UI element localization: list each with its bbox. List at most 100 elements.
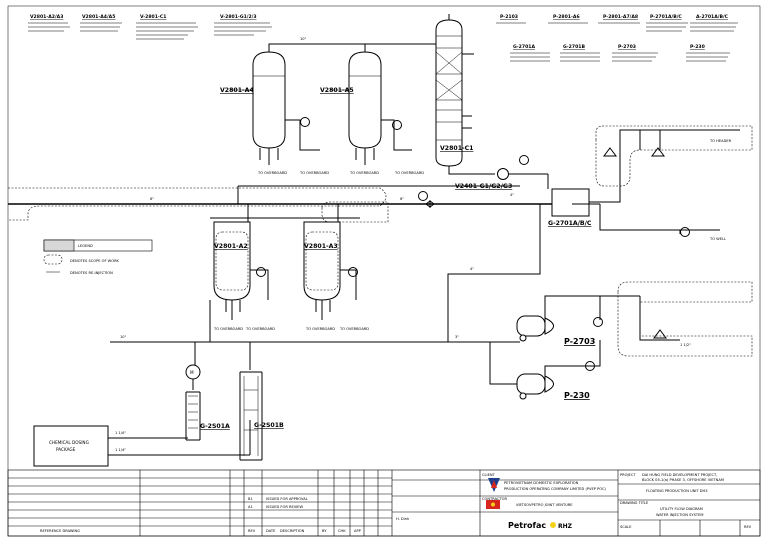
company4: RHZ	[558, 523, 573, 530]
note-tag-2: V2801-A4/A5	[82, 14, 115, 20]
vessel-a5-tag: V2801-A5	[320, 87, 354, 94]
chemical-dosing-package[interactable]: CHEMICAL DOSING PACKAGE	[33, 425, 109, 467]
drain-label: TO OVERBOARD	[245, 327, 275, 331]
pump-v2401-tag: V2401-G1/G2/G3	[455, 183, 512, 190]
motor-letter: M	[190, 370, 194, 375]
vessel-a3[interactable]: V2801-A3	[303, 221, 341, 301]
line-size-label: 10"	[300, 37, 307, 41]
col-rev: REV	[248, 529, 256, 533]
contractor-label: CONTRACTOR	[482, 497, 508, 501]
client-label: CLIENT	[482, 473, 496, 477]
instrument-bubble	[585, 361, 595, 371]
rev-a1: A1	[248, 505, 253, 509]
title-block: B1 ISSUED FOR APPROVAL A1 ISSUED FOR REV…	[7, 469, 761, 537]
column-c1-tag: V2801-C1	[440, 145, 473, 152]
note-label: TO HEADER	[709, 139, 732, 143]
package-label-2: PACKAGE	[56, 447, 76, 452]
note-label: TO WELL	[709, 237, 726, 241]
vessel-a4-a5-piping: TO OVERBOARD TO OVERBOARD TO OVERBOARD T…	[230, 43, 430, 175]
pump-v2401[interactable]: V2401-G1/G2/G3	[455, 168, 548, 191]
skid-g2s01b[interactable]: G-2S01B	[239, 371, 284, 461]
skid-b-tag: G-2S01B	[254, 422, 284, 429]
line-size-label: 1 1/4"	[115, 448, 126, 452]
instrument-bubble	[418, 191, 428, 201]
company1-line1: PETROVIETNAM DOMESTIC EXPLORATION	[504, 481, 579, 485]
vessel-a2-tag: V2801-A2	[214, 243, 248, 250]
drain-label: TO OVERBOARD	[339, 327, 369, 331]
scale-label: SCALE	[620, 525, 632, 529]
line-size-label: 3"	[455, 335, 459, 339]
vessel-a2[interactable]: V2801-A2	[213, 221, 251, 301]
svg-text:LEGEND: LEGEND	[78, 244, 93, 248]
rev-b1-desc: ISSUED FOR APPROVAL	[266, 497, 308, 501]
drawing-title-label: DRAWING TITLE	[620, 501, 649, 505]
reference-drawing-label: REFERENCE DRAWING	[40, 529, 80, 533]
drain-label: TO OVERBOARD	[349, 171, 379, 175]
column-c1[interactable]: V2801-C1	[435, 19, 473, 167]
legend: LEGEND DENOTES SCOPE OF WORK DENOTES RE-…	[43, 239, 153, 275]
note-tag-4: V-2801-G1/2/3	[220, 14, 257, 20]
instrument-bubble	[256, 267, 266, 277]
pvep-logo	[488, 478, 500, 492]
rev-label: REV	[744, 525, 752, 529]
vessel-a4-tag: V2801-A4	[220, 87, 254, 94]
note-tag-7: P-2801-A7/A8	[603, 14, 638, 20]
note-tag-9: A-2701A/B/C	[696, 14, 729, 20]
skid-a-tag: G-2S01A	[200, 423, 230, 430]
dosing-header: 10" 1 1/4" 1 1/4"	[108, 300, 520, 456]
sheet-border	[7, 5, 761, 537]
rev-a1-desc: ISSUED FOR REVIEW	[266, 505, 304, 509]
vessel-a4[interactable]: V2801-A4	[220, 51, 286, 149]
vessel-a2-a3-piping: TO OVERBOARD TO OVERBOARD TO OVERBOARD T…	[210, 217, 369, 331]
note-tag-5: P-2103	[500, 14, 518, 20]
vessel-a5[interactable]: V2801-A5	[320, 51, 382, 149]
drawing-title-line2: WATER INJECTION SYSTEM	[656, 513, 703, 517]
pump-piping: 4" 3" 1 1/2"	[447, 204, 691, 385]
drain-label: TO OVERBOARD	[213, 327, 243, 331]
drain-label: TO OVERBOARD	[305, 327, 335, 331]
drain-label: TO OVERBOARD	[257, 171, 287, 175]
rhz-logo-icon	[550, 522, 556, 528]
line-size-label: 1 1/2"	[680, 343, 691, 347]
vietsov-flag-icon	[486, 500, 500, 509]
line-size-label: 10"	[120, 335, 127, 339]
note-tag-10: G-2701A	[513, 44, 535, 50]
main-header: 6" 6" 4" 10"	[8, 37, 572, 232]
vessel-a3-tag: V2801-A3	[304, 243, 338, 250]
right-side-piping: TO HEADER TO WELL	[572, 129, 740, 241]
note-tag-3: V-2801-C1	[140, 14, 166, 20]
line-size-label: 6"	[400, 197, 404, 201]
col-by: BY	[322, 529, 327, 533]
instrument-bubble	[593, 317, 603, 327]
company2: VIETSOVPETRO JOINT VENTURE	[516, 503, 573, 507]
project-line2: BLOCK 05-1(a) PHASE 3, OFFSHORE VIETNAM	[642, 478, 724, 482]
instrument-bubble	[348, 267, 358, 277]
instrument-bubble	[392, 120, 402, 130]
note-tag-11: G-2701B	[563, 44, 585, 50]
instrument-bubble	[519, 155, 529, 165]
line-size-label: 4"	[470, 267, 474, 271]
col-desc: DESCRIPTION	[280, 529, 305, 533]
filter-tag: G-2701A/B/C	[548, 220, 592, 227]
approver-name: H. Dinh	[396, 517, 409, 521]
filter-g2701[interactable]: G-2701A/B/C	[547, 129, 632, 227]
pump-p2703[interactable]: P-2703	[516, 315, 595, 346]
col-chk: CHK	[338, 529, 346, 533]
project-label: PROJECT	[620, 473, 636, 477]
project-line1: DAI HUNG FIELD DEVELOPMENT PROJECT,	[642, 473, 717, 477]
drain-label: TO OVERBOARD	[299, 171, 329, 175]
company3: Petrofac	[508, 521, 546, 530]
line-size-label: 1 1/4"	[115, 431, 126, 435]
rev-b1: B1	[248, 497, 253, 501]
line-size-label: 6"	[150, 197, 154, 201]
column-piping	[430, 14, 495, 175]
skid-g2s01a[interactable]: M G-2S01A	[185, 364, 230, 441]
facility: FLOATING PRODUCTION UNIT DH3	[646, 489, 708, 493]
company1-line2: PRODUCTION OPERATING COMPANY LIMITED (PV…	[504, 487, 607, 491]
top-note-blocks: V2801-A2/A3 V2801-A4/A5 V-2801-C1 V-2801…	[28, 14, 738, 62]
drain-label: TO OVERBOARD	[394, 171, 424, 175]
pump-p230[interactable]: P-230	[516, 373, 590, 400]
note-tag-12: P-2703	[618, 44, 636, 50]
